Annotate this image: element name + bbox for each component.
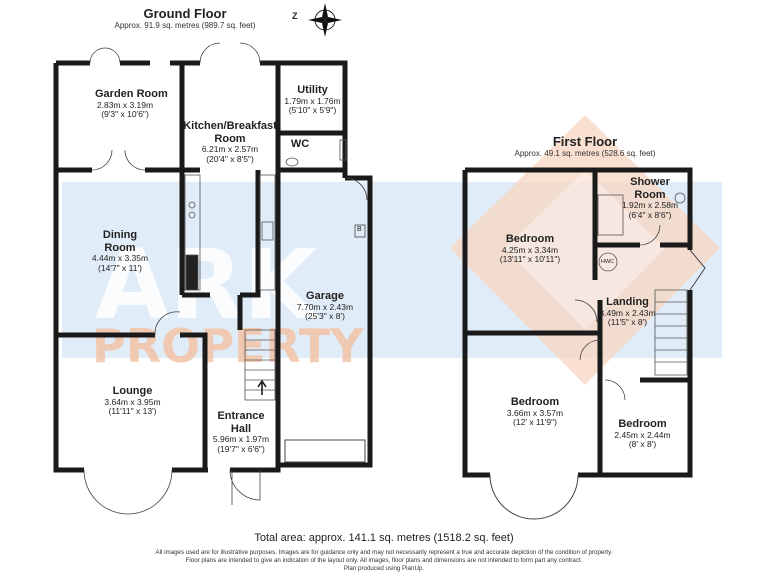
first-stairs xyxy=(654,289,688,376)
first-outer-wall xyxy=(462,167,693,478)
compass-icon xyxy=(308,3,342,37)
watermark-property: PROPERTY xyxy=(92,319,364,373)
room-lounge: Lounge 3.64m x 3.95m (11'11" x 13') xyxy=(104,385,161,417)
room-entrance-hall: Entrance Hall 5.96m x 1.97m (19'7" x 6'6… xyxy=(212,410,270,455)
room-utility: Utility 1.79m x 1.76m (5'10" x 5'9") xyxy=(284,84,341,116)
watermark-diamond xyxy=(450,115,720,385)
ground-outer-wall xyxy=(53,60,373,473)
ground-floor-area: Approx. 91.9 sq. metres (989.7 sq. feet) xyxy=(114,21,256,30)
room-dining: Dining Room 4.44m x 3.35m (14'7" x 11') xyxy=(91,229,149,274)
room-shower: Shower Room 1.92m x 2.58m (6'4" x 8'6") xyxy=(621,176,679,221)
disclaimer-line-2: Floor plans are intended to give an indi… xyxy=(185,557,583,564)
utility-walls xyxy=(275,63,345,173)
first-doors xyxy=(574,224,661,401)
compass-label: Z xyxy=(292,11,298,21)
watermark-diamond-inner xyxy=(505,170,665,330)
disclaimer-line-1: All images used are for illustrative pur… xyxy=(155,549,613,556)
room-garage: Garage 7.70m x 2.43m (25'3" x 8') xyxy=(296,290,354,322)
ground-floor-title: Ground Floor xyxy=(143,6,227,21)
room-wc: WC xyxy=(290,138,310,150)
room-garden: Garden Room 2.83m x 3.19m (9'3" x 10'6") xyxy=(95,88,168,120)
doors xyxy=(83,42,368,515)
first-interior-walls xyxy=(465,170,690,475)
shower-fittings xyxy=(597,192,686,272)
first-floor-area: Approx. 49.1 sq. metres (528.6 sq. feet) xyxy=(514,149,656,158)
bay-window xyxy=(489,474,579,520)
garage-door xyxy=(284,439,366,463)
room-kitchen: Kitchen/Breakfast Room 6.21m x 2.57m (20… xyxy=(183,120,277,165)
dining-lounge-wall xyxy=(56,332,208,470)
room-bedroom-1: Bedroom 4.25m x 3.34m (13'11" x 10'11") xyxy=(499,233,561,265)
garage-b-label: B xyxy=(357,226,362,233)
kitchen-units xyxy=(184,174,276,291)
room-bedroom-3: Bedroom 2.45m x 2.44m (8' x 8') xyxy=(614,418,671,450)
wc-fittings xyxy=(285,139,347,167)
room-bedroom-2: Bedroom 3.66m x 3.57m (12' x 11'9") xyxy=(506,396,564,428)
kitchen-walls xyxy=(179,167,261,298)
watermark-ark: ARK xyxy=(95,229,321,341)
total-area: Total area: approx. 141.1 sq. metres (15… xyxy=(254,532,514,544)
ground-stairs xyxy=(244,329,276,401)
first-floor-title: First Floor xyxy=(552,134,618,149)
room-landing: Landing 3.49m x 2.43m (11'5" x 8') xyxy=(599,296,656,328)
hwc-label: HWC xyxy=(601,259,615,265)
disclaimer-line-3: Plan produced using PlanUp. xyxy=(343,565,425,572)
side-bay xyxy=(689,249,706,291)
